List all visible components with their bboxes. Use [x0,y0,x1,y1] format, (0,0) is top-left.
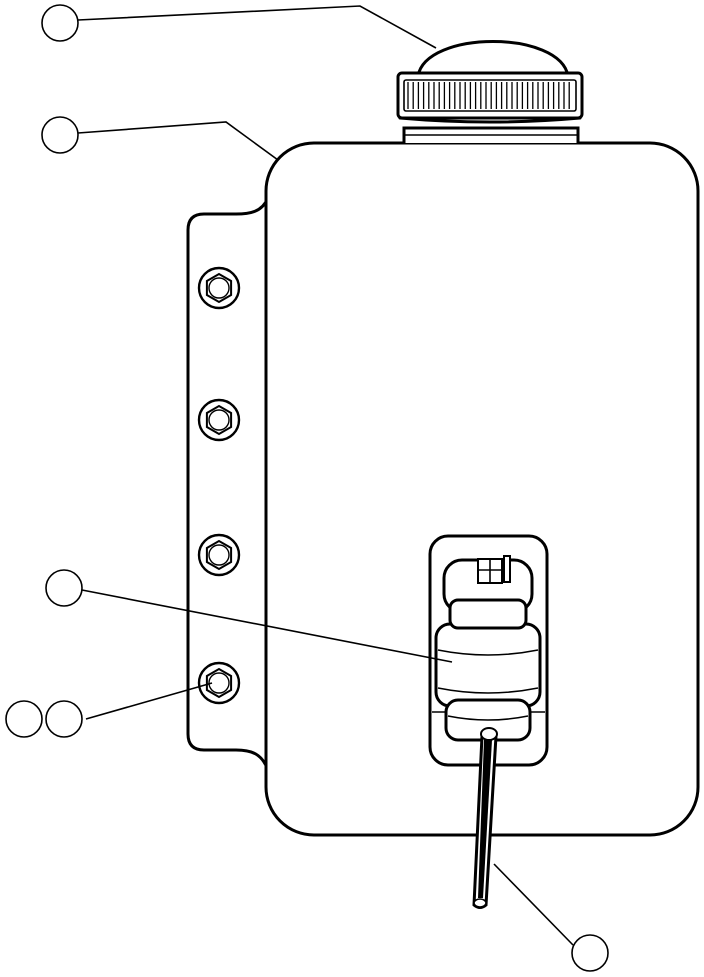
hex-bolt [197,266,241,310]
callout-bolt-a [5,700,43,738]
callout-cap [41,4,79,42]
leader-bolt [85,682,213,720]
leader-cap [77,5,437,49]
leader-tank [77,121,279,161]
bolt-column [197,266,241,705]
callout-hose [571,934,609,972]
leader-hose [493,863,574,946]
cap-ridges [407,82,570,109]
callout-bolt-b [45,700,83,738]
pump-motor [434,555,542,742]
cap-dome [416,40,570,78]
callout-pump [45,569,83,607]
hex-bolt [197,398,241,442]
leader-pump [81,589,453,663]
callout-tank [41,116,79,154]
hex-bolt [197,533,241,577]
mounting-bracket [186,197,270,771]
hex-bolt [197,661,241,705]
